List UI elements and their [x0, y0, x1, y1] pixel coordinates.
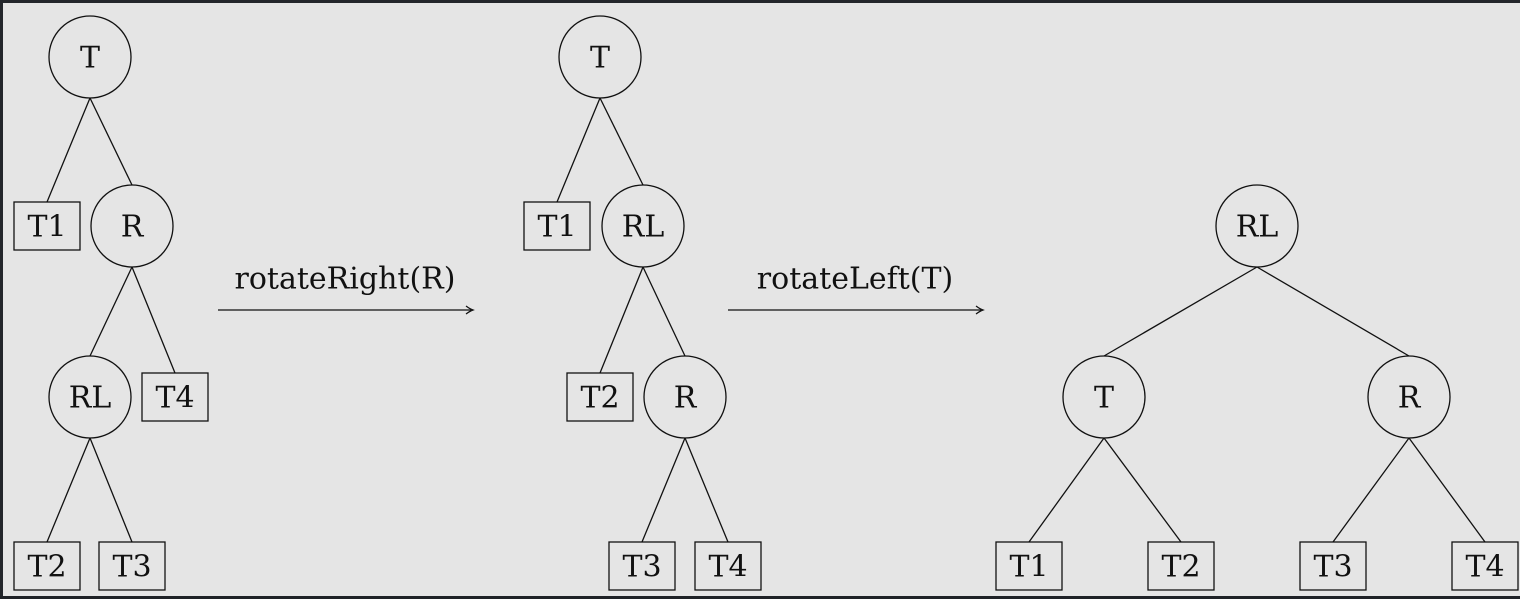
node-label: RL — [622, 210, 665, 245]
tree-edge — [556, 97, 601, 203]
arrows-layer: rotateRight(R) rotateLeft(T) — [218, 262, 985, 315]
node-circle — [601, 184, 685, 268]
subtree-box-t2: T2 — [566, 372, 634, 422]
transition-arrow-2: rotateLeft(T) — [728, 262, 985, 315]
node-label: T3 — [622, 550, 661, 585]
tree-node-t: T — [558, 15, 642, 99]
transition-label: rotateRight(R) — [235, 262, 456, 297]
node-circle — [90, 184, 174, 268]
tree-edge — [684, 437, 729, 543]
transition-arrow-1: rotateRight(R) — [218, 262, 475, 315]
subtree-box-t2: T2 — [13, 541, 81, 591]
subtree-box-t1: T1 — [995, 541, 1063, 591]
tree-edge — [46, 437, 91, 543]
node-box — [141, 372, 209, 422]
node-label: T2 — [580, 381, 619, 416]
node-box — [566, 372, 634, 422]
node-box — [523, 201, 591, 251]
node-label: R — [674, 381, 698, 416]
node-label: T3 — [112, 550, 151, 585]
transition-label: rotateLeft(T) — [757, 262, 953, 297]
tree-edge — [1028, 437, 1105, 543]
node-box — [1451, 541, 1519, 591]
node-box — [1147, 541, 1215, 591]
node-label: T1 — [1009, 550, 1048, 585]
subtree-box-t1: T1 — [13, 201, 81, 251]
node-box — [608, 541, 676, 591]
node-label: T — [590, 41, 610, 76]
tree-edge — [89, 97, 133, 186]
tree-edge — [89, 437, 133, 543]
arrow-head-icon — [465, 305, 475, 315]
node-label: T — [1094, 381, 1114, 416]
tree-node-r: R — [90, 184, 174, 268]
node-box — [694, 541, 762, 591]
subtree-box-t3: T3 — [98, 541, 166, 591]
node-circle — [558, 15, 642, 99]
tree-node-rl: RL — [601, 184, 685, 268]
node-label: T4 — [155, 381, 194, 416]
tree-edge — [599, 97, 644, 186]
tree-edge — [1256, 266, 1410, 357]
tree-edge — [131, 266, 176, 374]
tree-node-r: R — [1367, 355, 1451, 439]
node-circle — [1062, 355, 1146, 439]
node-box — [13, 201, 81, 251]
node-label: T4 — [1465, 550, 1504, 585]
node-label: RL — [69, 381, 112, 416]
node-circle — [1367, 355, 1451, 439]
tree-edge — [641, 437, 686, 543]
node-label: T4 — [708, 550, 747, 585]
node-label: R — [1398, 381, 1422, 416]
arrow-head-icon — [975, 305, 985, 315]
edges-layer — [46, 97, 1486, 543]
tree-node-rl: RL — [1215, 184, 1299, 268]
node-box — [995, 541, 1063, 591]
node-circle — [1215, 184, 1299, 268]
tree-edge — [89, 266, 133, 357]
node-label: T1 — [537, 210, 576, 245]
node-label: T3 — [1313, 550, 1352, 585]
node-label: RL — [1236, 210, 1279, 245]
tree-edge — [1103, 266, 1258, 357]
subtree-box-t3: T3 — [608, 541, 676, 591]
subtree-box-t3: T3 — [1299, 541, 1367, 591]
node-circle — [48, 355, 132, 439]
subtree-box-t2: T2 — [1147, 541, 1215, 591]
node-label: T2 — [1161, 550, 1200, 585]
tree-node-rl: RL — [48, 355, 132, 439]
tree-node-r: R — [643, 355, 727, 439]
node-box — [1299, 541, 1367, 591]
node-circle — [643, 355, 727, 439]
tree-edge — [642, 266, 686, 357]
subtree-box-t4: T4 — [141, 372, 209, 422]
node-label: R — [121, 210, 145, 245]
tree-edge — [46, 97, 91, 203]
subtree-box-t4: T4 — [1451, 541, 1519, 591]
node-circle — [48, 15, 132, 99]
node-label: T — [80, 41, 100, 76]
subtree-box-t1: T1 — [523, 201, 591, 251]
tree-node-t: T — [1062, 355, 1146, 439]
node-box — [98, 541, 166, 591]
tree-edge — [1103, 437, 1182, 543]
tree-edge — [599, 266, 644, 374]
node-box — [13, 541, 81, 591]
tree-edge — [1332, 437, 1410, 543]
tree-edge — [1408, 437, 1486, 543]
node-label: T2 — [27, 550, 66, 585]
tree-node-t: T — [48, 15, 132, 99]
node-label: T1 — [27, 210, 66, 245]
subtree-box-t4: T4 — [694, 541, 762, 591]
